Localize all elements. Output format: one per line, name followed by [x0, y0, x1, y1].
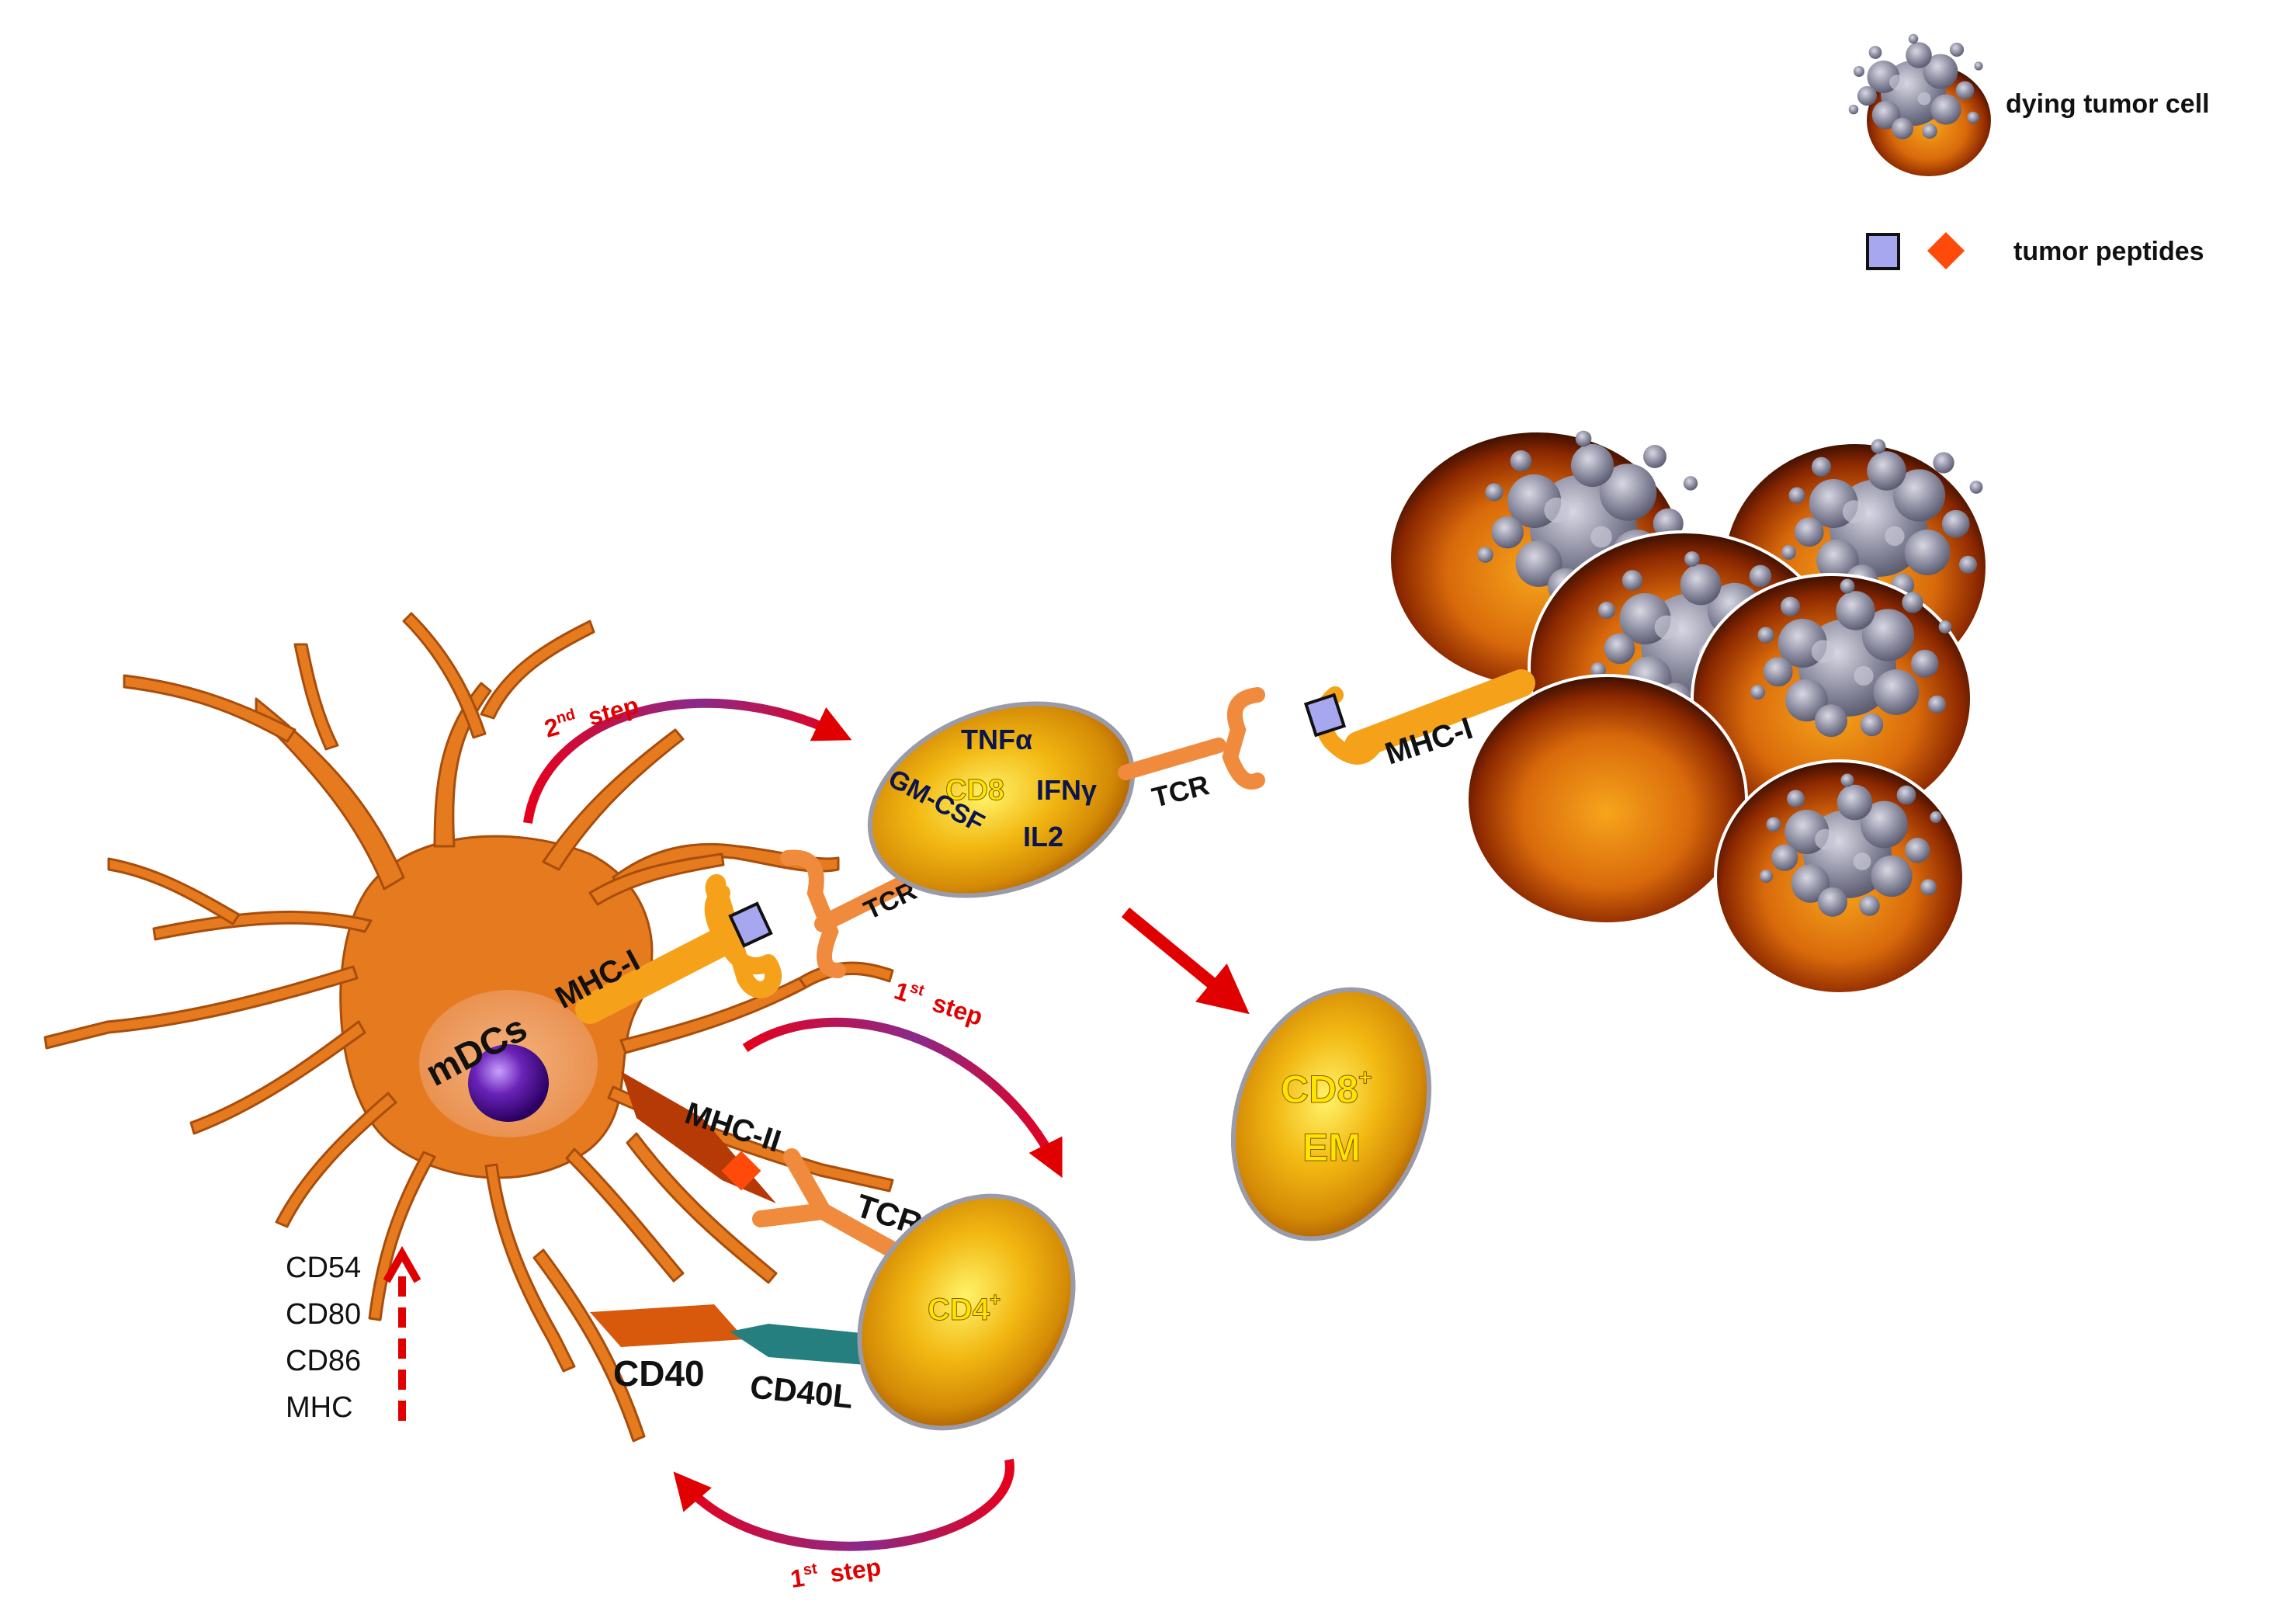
peptide-diamond-icon [1927, 231, 1965, 270]
dying-tumor-cell-cluster [1388, 429, 1989, 995]
legend-dying-tumor-cell-label: dying tumor cell [2006, 89, 2210, 119]
cytokine-il2: IL2 [1023, 821, 1063, 852]
cd8-em-label-line2: EM [1302, 1126, 1361, 1169]
peptide-square-icon [1866, 233, 1900, 270]
tumor-cell [1714, 759, 1965, 995]
peptide-square-icon [728, 901, 773, 948]
legend-tumor-peptides-label: tumor peptides [2013, 237, 2204, 266]
mhc1-dc-complex: MHC-I [550, 873, 782, 1024]
marker-cd80: CD80 [286, 1298, 361, 1331]
legend: dying tumor cell tumor peptides [1848, 33, 2210, 270]
tumor-cell [1465, 674, 1748, 925]
cd40-label: CD40 [613, 1353, 705, 1394]
dying-tumor-cell-icon [1848, 33, 1991, 176]
marker-mhc: MHC [286, 1391, 353, 1424]
cytokine-ifng: IFNγ [1036, 774, 1097, 806]
cd40-cd40l: CD40 CD40L [590, 1304, 885, 1415]
mhc2-complex: MHC-II [621, 1071, 785, 1203]
tcr-cd4: TCR [752, 1148, 927, 1259]
upregulated-markers: CD54 CD80 CD86 MHC [286, 1245, 421, 1424]
cd8-t-cell: TNFα CD8 IFNγ IL2 GM-CSF [867, 701, 1136, 898]
cd4-label: CD4+ [928, 1290, 1001, 1327]
cd8-label: CD8 [945, 774, 1004, 807]
peptide-diamond-icon [721, 1151, 761, 1191]
tcr-cd8-tumor: TCR [1118, 687, 1265, 814]
cd8-em-label-line1: CD8+ [1281, 1065, 1372, 1111]
peptide-square-icon [1303, 693, 1347, 738]
cytokine-tnfa: TNFα [961, 724, 1032, 755]
cd8-em-cell: CD8+ EM [1230, 987, 1432, 1241]
nucleus-icon [468, 1044, 549, 1122]
tcr-cd8-tumor-label: TCR [1149, 769, 1212, 814]
dendritic-cell: mDCs [43, 612, 894, 1443]
differentiation-arrow [1121, 907, 1250, 1015]
cd40l-label: CD40L [748, 1368, 855, 1415]
marker-cd86: CD86 [286, 1345, 361, 1377]
marker-cd54: CD54 [286, 1252, 361, 1284]
cd4-t-cell: CD4+ [857, 1193, 1076, 1431]
